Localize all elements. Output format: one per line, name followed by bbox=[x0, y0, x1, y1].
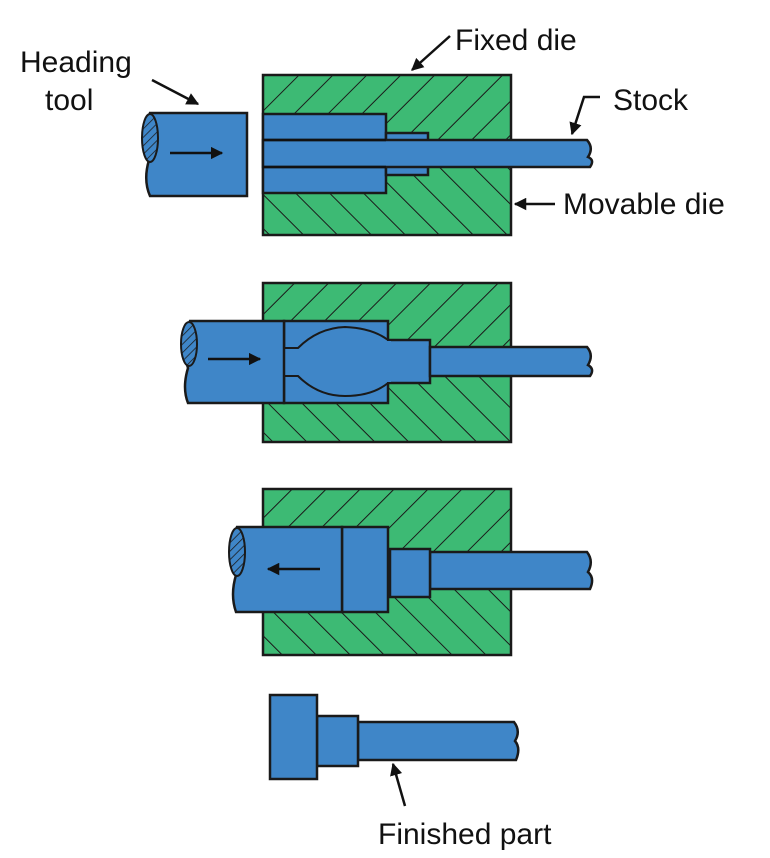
heading-tool bbox=[141, 111, 249, 198]
stock bbox=[261, 138, 594, 169]
stock bbox=[428, 550, 594, 591]
finished-part-arrow-icon bbox=[390, 762, 407, 807]
stock-arrow-icon bbox=[569, 95, 600, 136]
label-finished-part: Finished part bbox=[378, 818, 552, 851]
label-heading-tool-line2: tool bbox=[45, 84, 93, 117]
neck bbox=[386, 338, 432, 385]
fixed-die-arrow-icon bbox=[411, 35, 451, 71]
stage-2 bbox=[180, 281, 594, 444]
formed-head bbox=[340, 525, 390, 614]
heading-tool-arrow-icon bbox=[151, 78, 200, 106]
label-stock: Stock bbox=[613, 84, 689, 117]
label-movable-die: Movable die bbox=[563, 188, 725, 221]
finished-part bbox=[268, 693, 520, 781]
heading-tool bbox=[183, 319, 286, 405]
collar bbox=[388, 547, 432, 599]
stage-1 bbox=[141, 73, 594, 237]
stage-3 bbox=[228, 487, 594, 657]
label-heading-tool-line1: Heading bbox=[20, 46, 132, 79]
tool-end-section bbox=[141, 113, 159, 163]
stock bbox=[428, 345, 594, 378]
label-fixed-die: Fixed die bbox=[455, 24, 577, 57]
